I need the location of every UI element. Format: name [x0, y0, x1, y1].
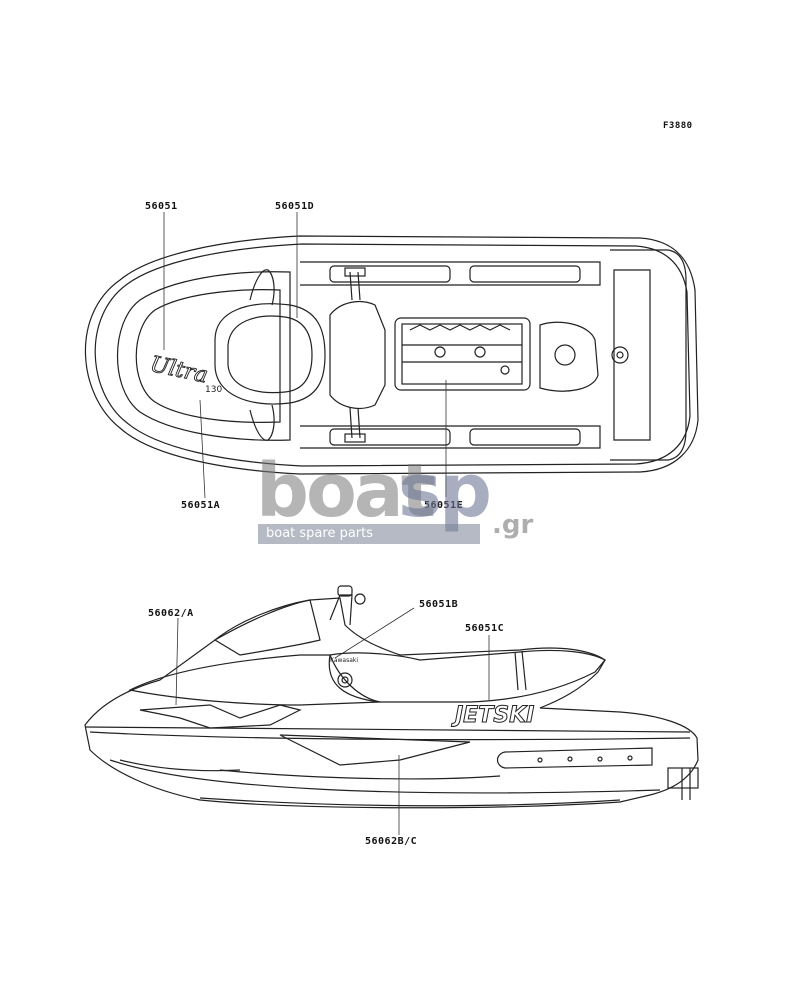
side-callout-leaders	[175, 607, 490, 835]
watermark-accent: sp	[398, 448, 492, 534]
callout-56051d: 56051D	[275, 201, 315, 212]
callout-56051b: 56051B	[419, 599, 459, 610]
brand-mark: Kawasaki	[330, 657, 358, 664]
figure-code: F3880	[663, 121, 693, 131]
callout-56051: 56051	[145, 201, 178, 212]
callout-56051c: 56051C	[465, 623, 505, 634]
watermark-domain: .gr	[492, 510, 534, 540]
top-callout-leaders	[163, 212, 447, 499]
callout-56062-a: 56062/A	[148, 608, 194, 619]
hood-logo-small: 130	[205, 385, 222, 395]
top-view-hull	[84, 235, 699, 475]
side-view-hull	[84, 585, 699, 809]
hood-logo: Ultra	[148, 352, 210, 389]
watermark-tagline: boat spare parts	[258, 524, 480, 544]
callout-56051e: 56051E	[424, 500, 464, 511]
callout-56051a: 56051A	[181, 500, 221, 511]
watermark-main: boat	[256, 448, 436, 534]
hull-logo: JETSKI	[451, 703, 534, 728]
callout-56062b-c: 56062B/C	[365, 836, 418, 847]
